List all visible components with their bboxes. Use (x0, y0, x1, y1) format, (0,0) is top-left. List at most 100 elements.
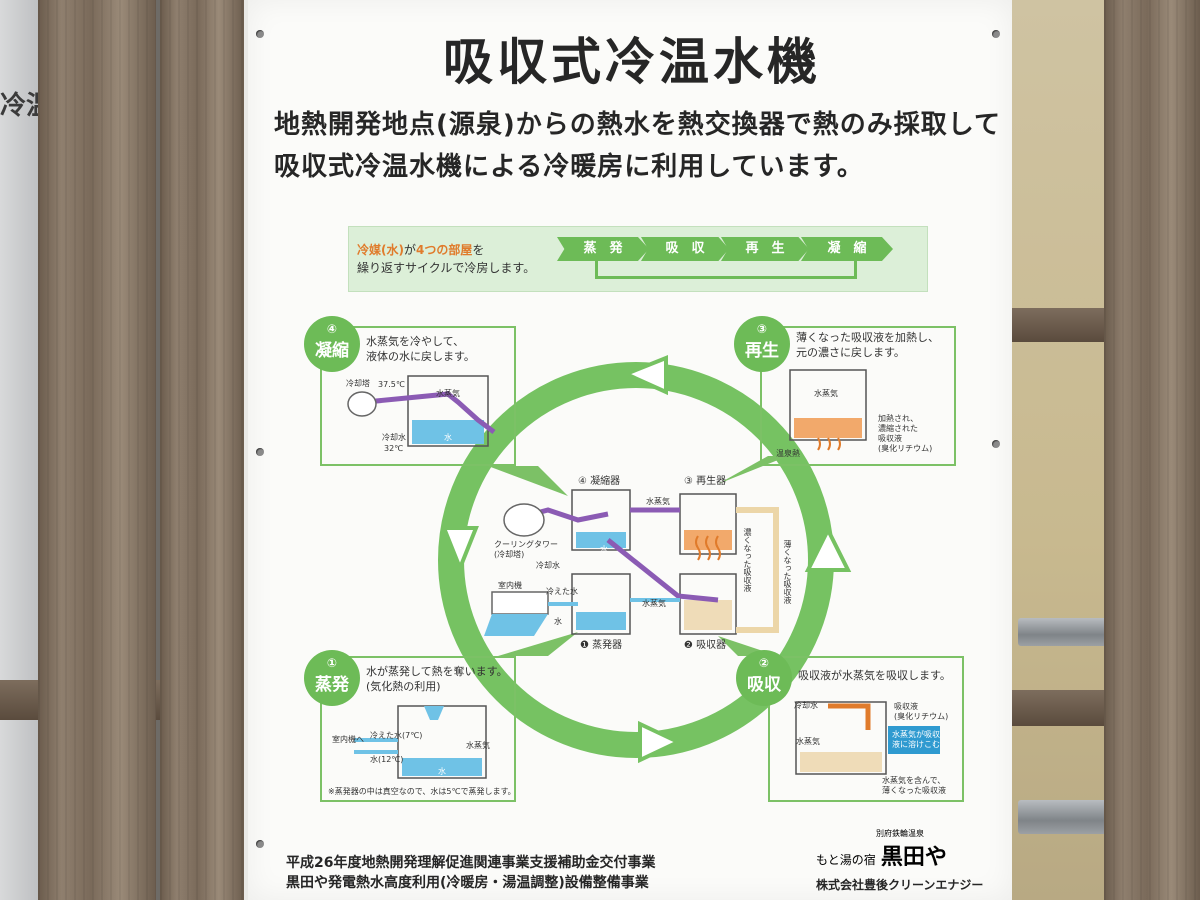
label-vapor: 水蒸気 (436, 389, 460, 398)
screw (992, 440, 1000, 448)
logo-main-text: 黒田や (880, 844, 947, 870)
signboard: 吸収式冷温水機 地熱開発地点(源泉)からの熱水を熱交換器で熱のみ採取して 吸収式… (244, 0, 1012, 900)
label-condenser: ④ 凝縮器 (578, 476, 621, 487)
label-hot-spring-heat: 温泉熱 (776, 449, 800, 458)
panel3-tank (789, 369, 867, 441)
indoor-unit-shape (491, 591, 549, 615)
panel-evaporation (320, 656, 516, 802)
badge-word: 吸収 (747, 675, 781, 695)
step-evaporation-chevron: 蒸 発 (557, 237, 649, 261)
label-concentrated: 濃くなった吸収液 (743, 528, 752, 592)
refrigerant-label: 冷媒(水) (357, 243, 404, 257)
wood-rail-right (1010, 690, 1120, 726)
absorbent-loop (736, 507, 779, 633)
screw (256, 448, 264, 456)
sign-title: 吸収式冷温水機 (443, 33, 821, 91)
label-center-cooling-water: 冷却水 (536, 561, 560, 570)
panel-text-line: (気化熱の利用) (366, 680, 441, 693)
background-wall-left (0, 0, 40, 900)
absorber-box (679, 573, 737, 635)
label-line: クーリングタワー (494, 540, 558, 549)
label-tower: 冷却塔 (346, 379, 370, 388)
label-indoor-unit: 室内機 (498, 581, 522, 590)
panel-regeneration-text: 薄くなった吸収液を加熱し、 元の濃さに戻します。 (796, 330, 939, 360)
logo-small-text: 別府鉄輪温泉 (876, 829, 924, 838)
badge-evaporation: ① 蒸発 (304, 650, 360, 706)
label-indoor: 室内機へ (332, 735, 364, 744)
label-line: 吸収液 (878, 434, 902, 443)
metal-pipe (1018, 618, 1118, 646)
label-absorber: ❷ 吸収器 (684, 640, 727, 651)
label-line: 吸収液 (894, 702, 918, 711)
panel1-water (402, 758, 482, 776)
badge-number: ④ (326, 322, 338, 336)
regenerator-box (679, 493, 737, 555)
label-line: (冷却塔) (494, 550, 525, 559)
panel2-liquid (800, 752, 882, 772)
label-line: 液に溶けこむ (892, 740, 940, 749)
panel-regeneration (760, 326, 956, 466)
step-regeneration-chevron: 再 生 (721, 237, 809, 261)
panel2-callout-box (888, 726, 940, 754)
panel-condensation (320, 326, 516, 466)
panel-condensation-text: 水蒸気を冷やして、 液体の水に戻します。 (366, 334, 475, 364)
badge-absorption: ② 吸収 (736, 650, 792, 706)
pointer-evaporation (498, 632, 578, 656)
cooling-tower-shape (503, 503, 545, 537)
panel1-pipes (354, 738, 398, 754)
label-absorbs: 水蒸気が吸収 液に溶けこむ (892, 730, 940, 750)
label-regenerator: ③ 再生器 (684, 476, 727, 487)
panel-text-line: 元の濃さに戻します。 (796, 346, 905, 359)
label-heated-absorbent: 加熱され、 濃縮された 吸収液 (臭化リチウム) (878, 414, 932, 454)
cycle-strip-text: 冷媒(水)が4つの部屋を 繰り返すサイクルで冷房します。 (357, 241, 535, 277)
indoor-airflow (484, 614, 548, 636)
label-line: 薄くなった吸収液 (882, 786, 946, 795)
sign-subtitle: 地熱開発地点(源泉)からの熱水を熱交換器で熱のみ採取して 吸収式冷温水機による冷… (274, 104, 1004, 188)
footer-line-2: 黒田や発電熱水高度利用(冷暖房・湯温調整)設備整備事業 (286, 875, 649, 891)
cycle-strip: 冷媒(水)が4つの部屋を 繰り返すサイクルで冷房します。 蒸 発 吸 収 再 生… (348, 226, 928, 292)
absorber-liquid (684, 600, 732, 630)
label-cooling-water: 冷却水 (794, 701, 818, 710)
label-vapor: 水蒸気 (466, 741, 490, 750)
wood-post-left-inner (160, 0, 244, 900)
label-line: (臭化リチウム) (894, 712, 949, 721)
label-chilled-water: 冷えた水(7℃) (370, 731, 423, 740)
company-name: 株式会社豊後クリーンエナジー (816, 878, 984, 892)
subtitle-line-1: 地熱開発地点(源泉)からの熱水を熱交換器で熱のみ採取して (274, 110, 1001, 140)
panel-text-line: 水蒸気を冷やして、 (366, 335, 465, 348)
panel-text-line: 吸収液が水蒸気を吸収します。 (798, 669, 951, 682)
badge-number: ① (326, 656, 338, 670)
pointer-condensation (488, 466, 568, 496)
evaporation-note: ※蒸発器の中は真空なので、水は5℃で蒸発します。 (328, 787, 516, 796)
kurodaya-logo: 別府鉄輪温泉 もと湯の宿 黒田や (816, 828, 1006, 871)
badge-regeneration: ③ 再生 (734, 316, 790, 372)
label-absorbent: 吸収液 (臭化リチウム) (894, 702, 948, 722)
label-vapor: 水蒸気 (796, 737, 820, 746)
label-center-vapor-2: 水蒸気 (642, 599, 666, 608)
panel3-heat (817, 437, 841, 451)
rooms-label: 4つの部屋 (416, 243, 473, 257)
cycle-return-arrow (595, 261, 857, 279)
label-water: 水 (438, 767, 446, 776)
cycle-diagram (347, 355, 940, 779)
badge-number: ③ (756, 322, 768, 336)
badge-word: 蒸発 (315, 675, 349, 695)
badge-condensation: ④ 凝縮 (304, 316, 360, 372)
pointer-regeneration (718, 456, 788, 484)
panel4-water (412, 420, 484, 444)
evaporator-water (576, 612, 626, 630)
label-line: 水蒸気を含んで、 (882, 776, 946, 785)
screw (256, 30, 264, 38)
ring-arrow-bottom (638, 720, 683, 764)
ring-arrow-right (804, 525, 852, 572)
subtitle-line-2: 吸収式冷温水機による冷暖房に利用しています。 (274, 152, 864, 182)
badge-word: 再生 (745, 341, 779, 361)
panel3-liquid (794, 418, 862, 438)
screw (256, 840, 264, 848)
panel2-pipe (828, 703, 871, 730)
panel-absorption-text: 吸収液が水蒸気を吸収します。 (798, 668, 951, 683)
metal-pipe-lower (1018, 800, 1118, 834)
label-line: 加熱され、 (878, 414, 919, 423)
panel-absorption (768, 656, 964, 802)
particle-wo: を (472, 243, 485, 257)
